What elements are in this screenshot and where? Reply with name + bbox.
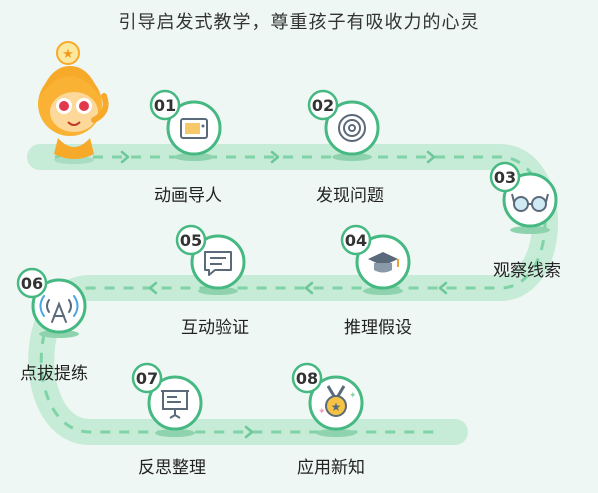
road-dashes (39, 155, 547, 434)
svg-text:01: 01 (154, 96, 176, 115)
road-band (27, 144, 558, 445)
presentation-board-icon (161, 390, 189, 419)
tv-icon (180, 118, 208, 139)
page-title: 引导启发式教学，尊重孩子有吸收力的心灵 (118, 12, 480, 33)
svg-text:★: ★ (331, 400, 342, 414)
road-arrows (120, 150, 448, 439)
medal-icon: ★ ✦ ✦ (318, 385, 357, 417)
graduation-cap-icon (368, 252, 399, 273)
svg-text:08: 08 (296, 369, 318, 388)
step-label-01: 动画导人 (154, 186, 222, 206)
svg-text:✦: ✦ (318, 407, 326, 417)
target-icon (338, 114, 366, 142)
step-04: 04 (340, 224, 411, 295)
glasses-icon (511, 193, 549, 212)
step-label-06: 点拔提练 (20, 364, 88, 384)
svg-text:07: 07 (136, 369, 158, 388)
step-08: ★ ✦ ✦ 08 (291, 362, 364, 437)
step-label-07: 反思整理 (138, 458, 206, 478)
step-05: 05 (175, 224, 246, 295)
step-02: 02 (307, 89, 380, 161)
svg-text:✦: ✦ (349, 391, 357, 401)
step-label-08: 应用新知 (297, 458, 365, 478)
cartoon-mascot: ★ (38, 41, 109, 164)
step-03: 03 (489, 161, 558, 234)
svg-text:03: 03 (494, 168, 516, 187)
svg-text:06: 06 (21, 274, 43, 293)
step-01: 01 (149, 89, 222, 161)
svg-text:★: ★ (62, 47, 74, 62)
step-label-02: 发现问题 (316, 186, 384, 206)
chat-bubble-icon (204, 251, 232, 276)
step-07: 07 (131, 362, 203, 437)
svg-text:04: 04 (345, 231, 367, 250)
step-label-04: 推理假设 (344, 318, 412, 338)
svg-text:05: 05 (180, 231, 202, 250)
signal-tower-icon (39, 295, 79, 323)
step-label-05: 互动验证 (181, 318, 249, 338)
step-label-03: 观察线索 (493, 261, 561, 281)
svg-text:02: 02 (312, 96, 334, 115)
step-06: 06 (16, 267, 87, 338)
